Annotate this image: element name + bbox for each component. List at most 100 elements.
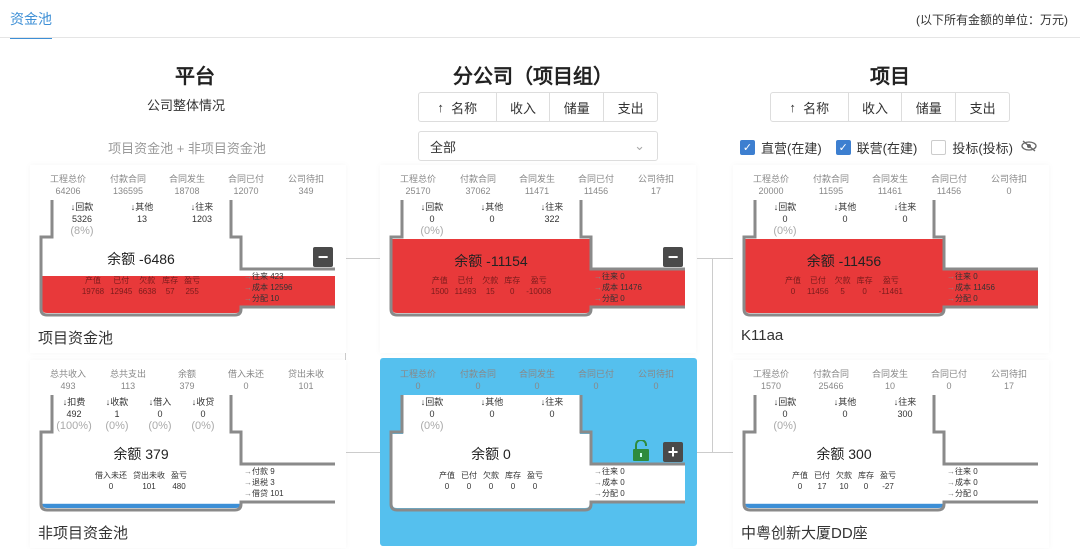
- outflow-value: 0: [620, 467, 625, 476]
- arrow-right-icon: →: [947, 489, 955, 498]
- stat-label: 公司待扣: [637, 174, 674, 184]
- outflow-item: →成本 12596: [244, 282, 292, 293]
- outflow-item: →往来 0: [594, 271, 642, 282]
- inflow-value: 0: [902, 214, 908, 224]
- pool-stat-value: 0: [444, 482, 450, 491]
- checkbox-checked[interactable]: ✓: [835, 140, 851, 155]
- stat-label: 公司待扣: [990, 174, 1027, 184]
- filter-bid[interactable]: 投标(投标): [931, 138, 1013, 157]
- pool-name[interactable]: 项目资金池: [38, 330, 114, 347]
- branch-sort-reserve-button[interactable]: 储量: [550, 93, 605, 121]
- pool-stat-value: 0: [108, 482, 114, 491]
- project-sort-income-button[interactable]: 收入: [849, 93, 903, 121]
- inflow-percent: (100%): [56, 420, 92, 432]
- outflow-value: 3: [270, 478, 275, 487]
- inflow-label: ↓其他: [480, 397, 504, 407]
- stat-value: 25466: [818, 381, 844, 391]
- inflow-value: 13: [136, 214, 147, 224]
- collapse-button[interactable]: −: [313, 247, 333, 267]
- inflow-label: ↓回款: [773, 202, 797, 212]
- outflows: →往来 0→成本 0→分配 0: [594, 466, 625, 499]
- eye-off-icon[interactable]: [1021, 139, 1037, 157]
- stat-value: 11456: [936, 186, 962, 196]
- outflows: →往来 423→成本 12596→分配 10: [244, 271, 292, 304]
- outflow-label: 分配: [602, 489, 618, 498]
- pool-stat-value: 6638: [138, 287, 157, 296]
- project-sort-expense-button[interactable]: 支出: [969, 100, 996, 116]
- stat-label: 合同已付: [577, 369, 614, 379]
- arrow-right-icon: →: [244, 294, 252, 303]
- pool-stat: 盈亏-27: [880, 470, 896, 492]
- filter-joint[interactable]: ✓联营(在建): [835, 138, 917, 157]
- inflow-value: 322: [544, 214, 560, 224]
- project-sort-reserve-button[interactable]: 储量: [902, 93, 957, 121]
- checkbox-checked[interactable]: ✓: [740, 140, 755, 155]
- project-sort-name-button[interactable]: ↑ 名称: [771, 93, 849, 121]
- balance: 余额 379: [113, 446, 169, 462]
- pool-stat-value: 10: [839, 482, 849, 491]
- inflow-value: 0: [782, 409, 788, 419]
- outflow-item: →退税 3: [244, 477, 284, 488]
- branch-sort-income-button[interactable]: 收入: [497, 93, 551, 121]
- pool-stat-label: 已付: [814, 471, 830, 480]
- outflow-value: 11476: [620, 283, 642, 292]
- inflow-percent: (0%): [105, 420, 129, 432]
- stat-label: 付款合同: [459, 174, 496, 184]
- stat-label: 合同发生: [871, 174, 908, 184]
- pool-stat-value: -27: [882, 482, 894, 491]
- collapse-button[interactable]: −: [663, 247, 683, 267]
- branch-sort-expense-button[interactable]: 支出: [617, 100, 644, 116]
- expand-button[interactable]: +: [663, 442, 683, 462]
- inflow-label: ↓其他: [130, 202, 154, 212]
- arrow-right-icon: →: [594, 467, 602, 476]
- sort-label: 名称: [451, 100, 478, 116]
- stat-label: 合同发生: [518, 369, 555, 379]
- outflow-value: 9: [270, 467, 275, 476]
- inflow-label: ↓扣费: [62, 397, 86, 407]
- pool-name[interactable]: 非项目资金池: [38, 525, 129, 542]
- inflow-value: 0: [549, 409, 555, 419]
- stat-value: 0: [243, 381, 249, 391]
- branch-select[interactable]: 全部 ⌄: [418, 131, 658, 161]
- branch-sort-name-button[interactable]: ↑ 名称: [419, 93, 497, 121]
- arrow-right-icon: →: [947, 283, 955, 292]
- checkbox-unchecked[interactable]: [931, 140, 947, 155]
- stat-value: 101: [298, 381, 314, 391]
- tab-fund-pool[interactable]: 资金池: [10, 9, 52, 39]
- stat-label: 余额: [177, 369, 196, 379]
- pool-name[interactable]: 中粤创新大厦DD座: [741, 525, 868, 542]
- outflow-item: →分配 0: [594, 488, 625, 499]
- stat-label: 合同已付: [577, 174, 614, 184]
- stat-label: 工程总价: [752, 369, 789, 379]
- outflows: →往来 0→成本 11456→分配 0: [947, 271, 995, 304]
- stat-value: 11471: [524, 186, 550, 196]
- pool-name[interactable]: K11aa: [741, 327, 784, 344]
- pool-stat-label: 欠款: [483, 471, 499, 480]
- outflow-item: →分配 10: [244, 293, 292, 304]
- arrow-right-icon: →: [947, 467, 955, 476]
- filter-direct[interactable]: ✓直营(在建): [740, 138, 822, 157]
